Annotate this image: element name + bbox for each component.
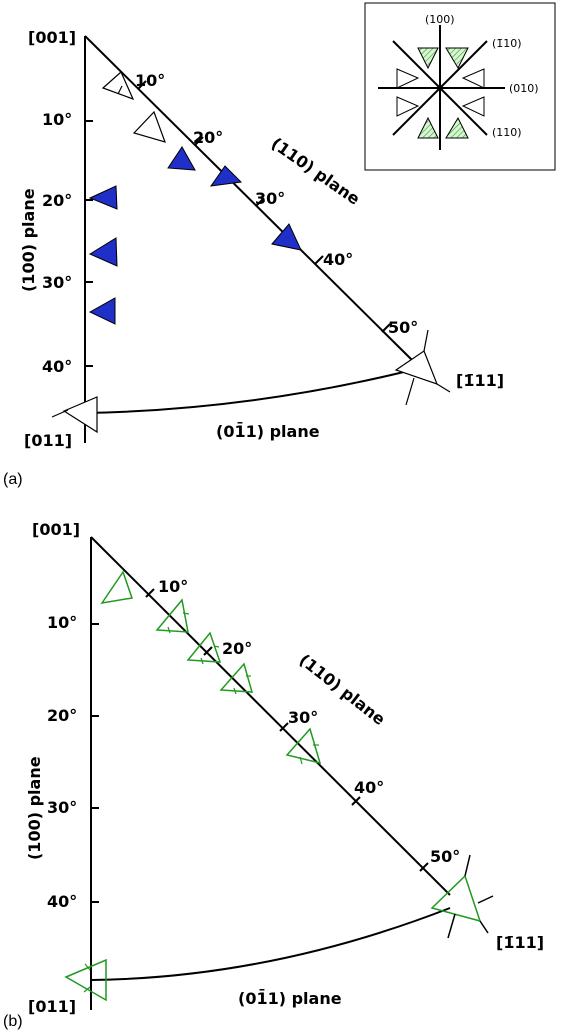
- dir-011-b: [011]: [28, 997, 76, 1016]
- deg-label-v20-b: 20°: [47, 706, 77, 725]
- dir-001-b: [001]: [32, 520, 80, 539]
- deg-label-v30-a: 30°: [42, 273, 72, 292]
- inset-white-triangle: [461, 68, 485, 89]
- deg-label-30-a: 30°: [255, 189, 285, 208]
- blue-triangle-marker: [88, 297, 116, 325]
- blue-triangle-marker: [88, 237, 118, 267]
- plane-0m11-label-a: (01̄1) plane: [216, 421, 320, 441]
- vertical-ticks-b: [91, 623, 99, 903]
- plane-0m11-arc-a: [84, 369, 413, 414]
- deg-label-20-a: 20°: [193, 128, 223, 147]
- diagonal-ticks-b: [145, 588, 429, 872]
- deg-label-v10-b: 10°: [47, 613, 77, 632]
- panel-label-b: (b): [3, 1013, 23, 1030]
- inset-legend: (100) (1̄10) (010) (110): [364, 2, 556, 171]
- inset-label-100: (100): [425, 13, 455, 26]
- deg-label-v30-b: 30°: [47, 798, 77, 817]
- dir-011-a: [011]: [24, 431, 72, 450]
- deg-label-40-b: 40°: [354, 778, 384, 797]
- green-triangle-marker: [430, 874, 482, 923]
- inset-hatched-triangle: [445, 116, 469, 139]
- deg-label-40-a: 40°: [323, 250, 353, 269]
- green-triangle-marker: [155, 598, 189, 633]
- deg-label-10-b: 10°: [158, 577, 188, 596]
- blue-triangle-marker: [271, 223, 302, 251]
- deg-label-50-b: 50°: [430, 847, 460, 866]
- inset-hatched-triangle: [445, 47, 469, 70]
- m111-marker-cluster-a: [394, 329, 451, 406]
- plane-100-label-b: (100) plane: [25, 756, 44, 860]
- inset-white-triangle: [461, 96, 485, 117]
- deg-label-v20-a: 20°: [42, 191, 72, 210]
- green-triangle-marker: [64, 958, 107, 1002]
- deg-label-50-a: 50°: [388, 318, 418, 337]
- inset-label-110: (110): [492, 126, 522, 139]
- plane-0m11-label-b: (01̄1) plane: [238, 988, 342, 1008]
- deg-label-v10-a: 10°: [42, 110, 72, 129]
- panel-label-a: (a): [3, 471, 23, 488]
- deg-label-30-b: 30°: [288, 708, 318, 727]
- deg-label-v40-b: 40°: [47, 892, 77, 911]
- plane-110-line-a: [84, 35, 413, 361]
- dir-m111-b: [1̄11]: [496, 933, 544, 952]
- inset-hatched-triangle: [417, 47, 439, 70]
- inset-hatched-triangle: [417, 116, 439, 139]
- blue-triangle-marker: [167, 146, 196, 171]
- plane-0m11-arc-b: [90, 907, 451, 981]
- panel-b: 10° 20° 30° 40° 50° 10° 20° 30° 40° [001…: [25, 520, 544, 1016]
- inset-label-m110: (1̄10): [492, 37, 522, 50]
- inset-white-triangle: [396, 68, 420, 89]
- deg-label-10-a: 10°: [135, 71, 165, 90]
- green-triangle-marker: [186, 631, 222, 663]
- inset-label-010: (010): [509, 82, 539, 95]
- green-triangle-marker: [100, 570, 133, 605]
- plane-100-label-a: (100) plane: [19, 188, 38, 292]
- deg-label-v40-a: 40°: [42, 357, 72, 376]
- inset-white-triangle: [396, 96, 420, 117]
- white-triangle-marker: [132, 110, 166, 143]
- blue-triangle-marker: [88, 185, 118, 210]
- green-triangle-marker: [285, 727, 322, 765]
- white-triangle-marker: [101, 71, 135, 101]
- dir-001-a: [001]: [28, 28, 76, 47]
- dir-m111-a: [1̄11]: [456, 371, 504, 390]
- green-triangle-marker: [219, 662, 254, 693]
- diagonal-ticks-a: [137, 80, 391, 333]
- deg-label-20-b: 20°: [222, 639, 252, 658]
- blue-triangle-marker: [209, 165, 243, 187]
- plane-110-line-b: [90, 536, 451, 896]
- white-triangle-marker: [62, 396, 98, 434]
- vertical-ticks-a: [85, 120, 93, 367]
